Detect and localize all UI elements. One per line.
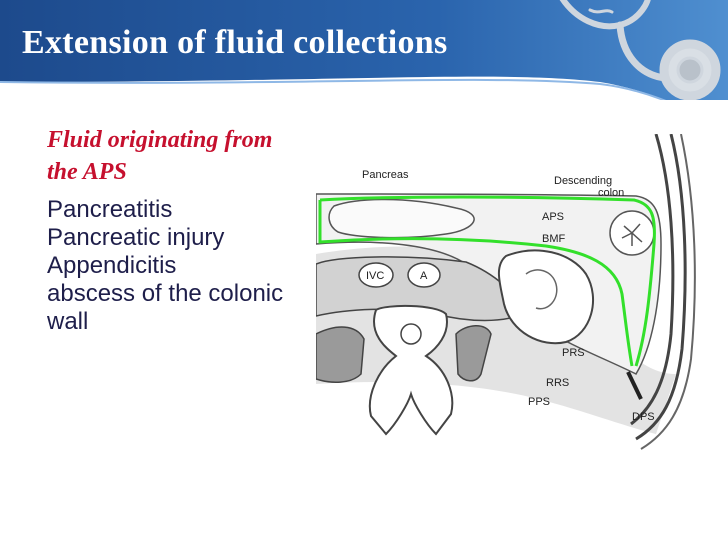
slide-header: Extension of fluid collections xyxy=(0,0,728,100)
bullet-list: Pancreatitis Pancreatic injury Appendici… xyxy=(47,196,307,336)
label-pancreas: Pancreas xyxy=(362,169,409,181)
label-descending: Descending xyxy=(554,175,612,187)
label-ivc: IVC xyxy=(366,270,384,282)
label-aps: APS xyxy=(542,211,564,223)
label-pps: PPS xyxy=(528,396,550,408)
bullet-item: abscess of the colonic wall xyxy=(47,280,284,335)
label-bmf: BMF xyxy=(542,233,566,245)
header-background xyxy=(0,0,728,100)
bullet-item: Pancreatic injury xyxy=(47,224,225,251)
label-colon: colon xyxy=(598,187,624,199)
stethoscope-icon xyxy=(559,0,721,100)
label-rrs: RRS xyxy=(546,377,569,389)
label-dps: DPS xyxy=(632,411,655,423)
label-aorta: A xyxy=(420,270,428,282)
content-panel: Fluid originating from the APS Pancreati… xyxy=(47,124,307,336)
anatomy-diagram: Pancreas Descending colon APS BMF IVC A … xyxy=(316,134,714,460)
retroperitoneum-illustration: Pancreas Descending colon APS BMF IVC A … xyxy=(316,134,714,460)
bullet-item: Pancreatitis xyxy=(47,196,173,223)
label-prs: PRS xyxy=(562,347,585,359)
subheading: Fluid originating from the APS xyxy=(47,127,273,185)
slide-title: Extension of fluid collections xyxy=(22,24,448,61)
bullet-item: Appendicitis xyxy=(47,252,177,279)
